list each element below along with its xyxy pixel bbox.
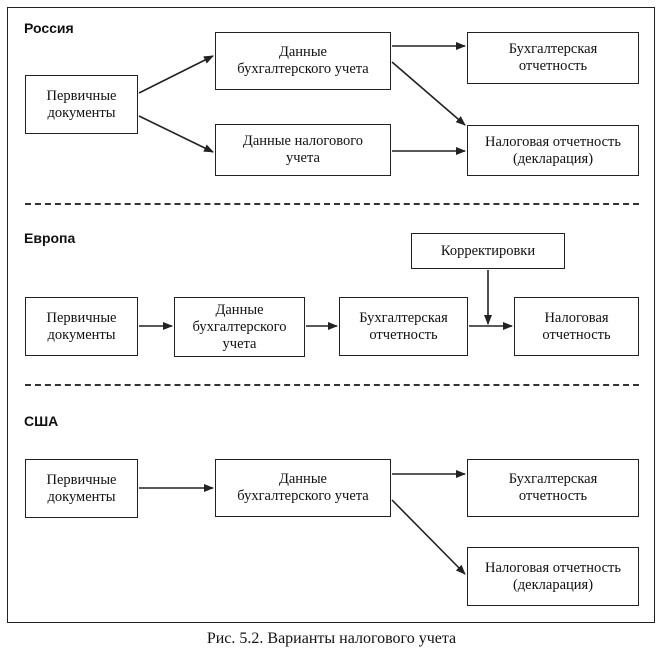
usa-primary-documents-box: Первичные документы bbox=[25, 459, 138, 518]
usa-accounting-reporting-box: Бухгалтерская отчетность bbox=[467, 459, 639, 517]
separator-europe-usa bbox=[25, 384, 639, 386]
arrow-russia-accounting-data-to-tax-reporting bbox=[391, 61, 466, 126]
figure-caption: Рис. 5.2. Варианты налогового учета bbox=[206, 630, 457, 647]
russia-tax-reporting-box: Налоговая отчетность (декларация) bbox=[467, 125, 639, 176]
usa-accounting-data-box: Данные бухгалтерского учета bbox=[215, 459, 391, 517]
usa-heading: США bbox=[24, 413, 59, 429]
usa-tax-reporting-box: Налоговая отчетность (декларация) bbox=[467, 547, 639, 606]
europe-tax-reporting-box: Налоговая отчетность bbox=[514, 297, 639, 356]
russia-tax-data-box: Данные налогового учета bbox=[215, 124, 391, 176]
europe-accounting-reporting-box: Бухгалтерская отчетность bbox=[339, 297, 468, 356]
europe-primary-documents-box: Первичные документы bbox=[25, 297, 138, 356]
arrow-russia-primary-to-accounting-data bbox=[138, 55, 214, 94]
arrow-russia-primary-to-tax-data bbox=[138, 115, 214, 153]
separator-russia-europe bbox=[25, 203, 639, 205]
arrow-usa-accounting-data-to-tax-reporting bbox=[391, 499, 466, 575]
russia-heading: Россия bbox=[24, 20, 74, 36]
diagram-frame bbox=[7, 7, 655, 623]
russia-primary-documents-box: Первичные документы bbox=[25, 75, 138, 134]
europe-heading: Европа bbox=[24, 230, 76, 246]
russia-accounting-data-box: Данные бухгалтерского учета bbox=[215, 32, 391, 90]
russia-accounting-reporting-box: Бухгалтерская отчетность bbox=[467, 32, 639, 84]
europe-accounting-data-box: Данные бухгалтерского учета bbox=[174, 297, 305, 357]
europe-adjustments-box: Корректировки bbox=[411, 233, 565, 269]
